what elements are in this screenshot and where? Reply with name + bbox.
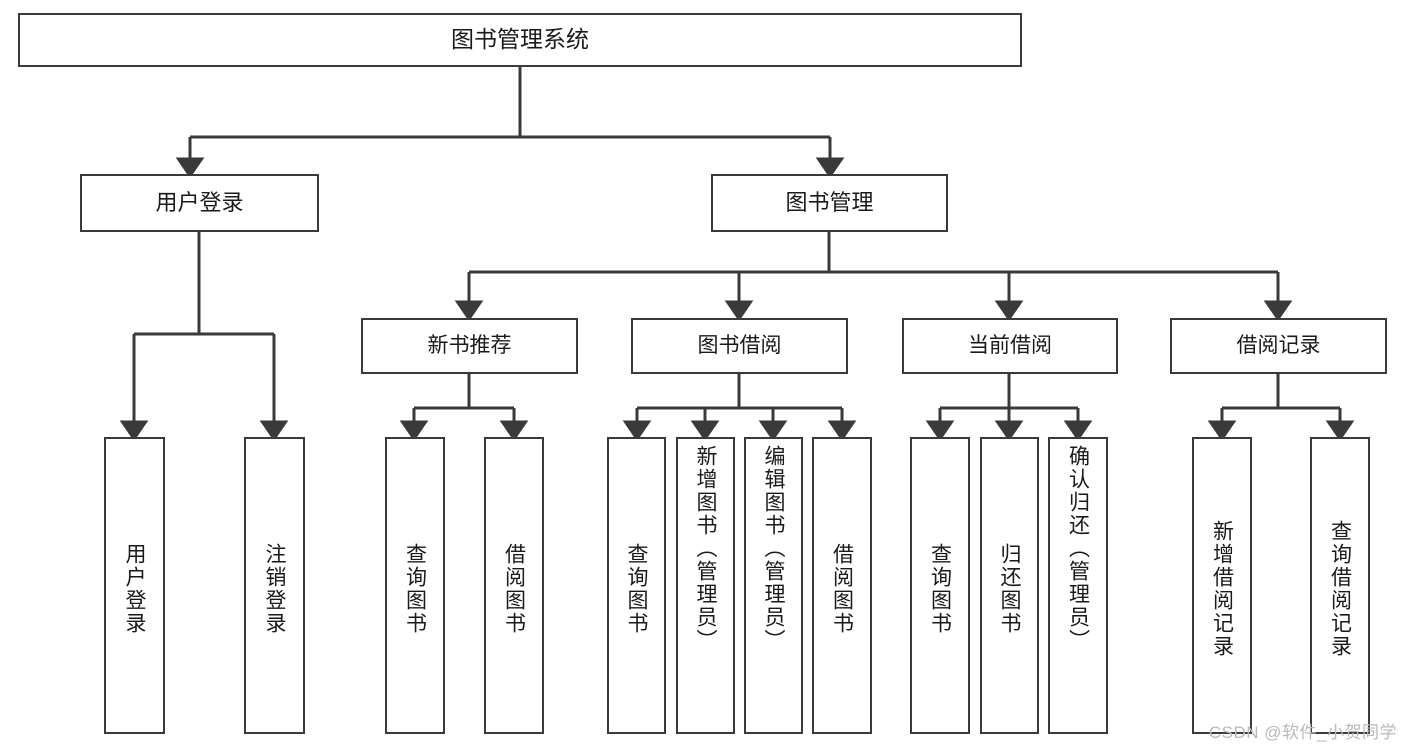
node-current-borrow[interactable]: 当前借阅 — [902, 318, 1118, 374]
node-book-management-label: 图书管理 — [785, 190, 874, 216]
leaf-user-login-logout[interactable]: 注销登录 — [244, 437, 305, 734]
node-current-borrow-label: 当前借阅 — [968, 333, 1052, 357]
node-root-label: 图书管理系统 — [451, 26, 589, 53]
leaf-borrow-book-edit-label: 编辑图书（管理员） — [762, 445, 785, 652]
leaf-user-login-login[interactable]: 用户登录 — [104, 437, 165, 734]
leaf-borrow-record-add[interactable]: 新增借阅记录 — [1192, 437, 1252, 734]
leaf-borrow-book-add[interactable]: 新增图书（管理员） — [676, 437, 735, 734]
leaf-current-borrow-query[interactable]: 查询图书 — [910, 437, 970, 734]
node-root-library-system[interactable]: 图书管理系统 — [18, 13, 1022, 67]
leaf-borrow-record-query[interactable]: 查询借阅记录 — [1310, 437, 1370, 734]
node-book-management[interactable]: 图书管理 — [711, 174, 948, 232]
leaf-borrow-book-borrow[interactable]: 借阅图书 — [812, 437, 872, 734]
leaf-borrow-record-query-label: 查询借阅记录 — [1328, 519, 1352, 658]
leaf-new-book-borrow-label: 借阅图书 — [502, 542, 526, 635]
leaf-user-login-login-label: 用户登录 — [123, 542, 146, 635]
node-user-login[interactable]: 用户登录 — [80, 174, 319, 232]
leaf-borrow-book-edit[interactable]: 编辑图书（管理员） — [744, 437, 803, 734]
leaf-current-borrow-return-label: 归还图书 — [998, 542, 1021, 635]
leaf-current-borrow-query-label: 查询图书 — [928, 542, 952, 635]
leaf-current-borrow-confirm-return-label: 确认归还（管理员） — [1066, 445, 1090, 652]
node-book-borrow[interactable]: 图书借阅 — [631, 318, 848, 374]
leaf-current-borrow-return[interactable]: 归还图书 — [980, 437, 1039, 734]
node-borrow-record-label: 借阅记录 — [1236, 333, 1321, 357]
node-new-book-recommend[interactable]: 新书推荐 — [361, 318, 578, 374]
leaf-borrow-book-borrow-label: 借阅图书 — [830, 542, 854, 635]
node-borrow-record[interactable]: 借阅记录 — [1170, 318, 1387, 374]
node-new-book-recommend-label: 新书推荐 — [427, 333, 512, 357]
leaf-borrow-record-add-label: 新增借阅记录 — [1210, 519, 1234, 658]
node-book-borrow-label: 图书借阅 — [697, 333, 782, 357]
node-user-login-label: 用户登录 — [155, 190, 244, 216]
leaf-user-login-logout-label: 注销登录 — [263, 542, 286, 635]
leaf-borrow-book-query-label: 查询图书 — [625, 542, 648, 635]
leaf-borrow-book-query[interactable]: 查询图书 — [607, 437, 666, 734]
leaf-new-book-query-label: 查询图书 — [403, 542, 427, 635]
leaf-borrow-book-add-label: 新增图书（管理员） — [694, 445, 717, 652]
leaf-current-borrow-confirm-return[interactable]: 确认归还（管理员） — [1048, 437, 1108, 734]
leaf-new-book-query[interactable]: 查询图书 — [385, 437, 445, 734]
leaf-new-book-borrow[interactable]: 借阅图书 — [484, 437, 544, 734]
